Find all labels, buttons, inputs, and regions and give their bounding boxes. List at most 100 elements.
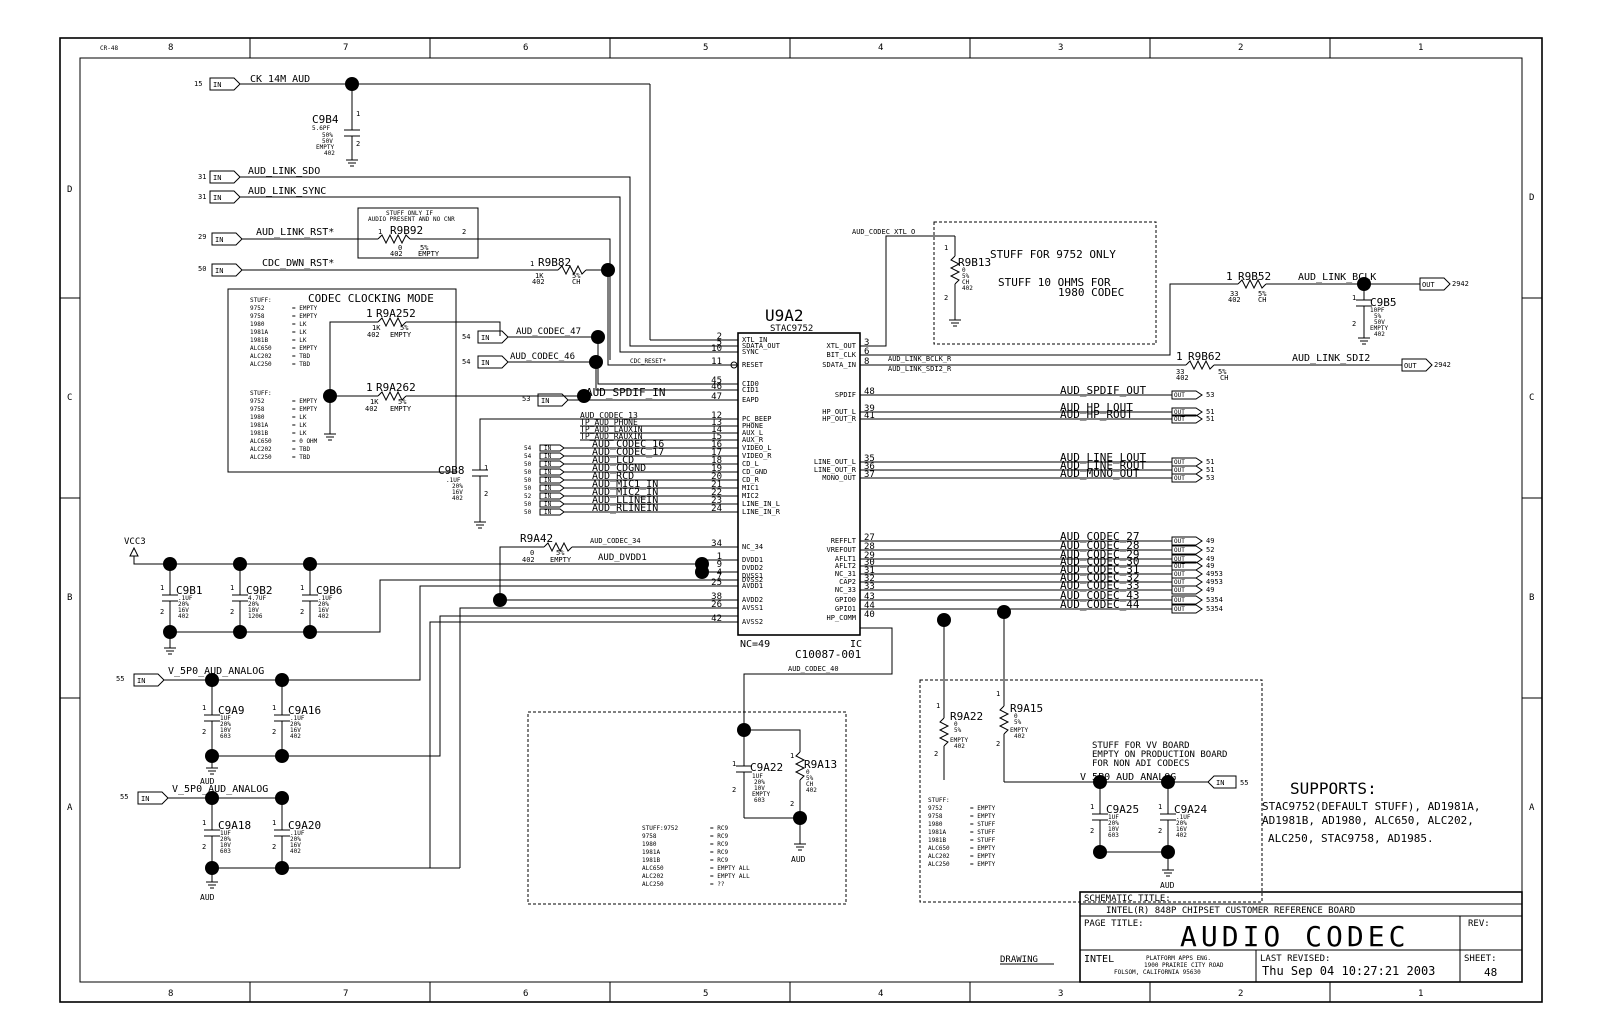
- audio-input[interactable]: AUD_CODEC_13: [580, 411, 738, 420]
- svg-text:1: 1: [272, 819, 276, 827]
- svg-text:XTL_OUT: XTL_OUT: [826, 342, 856, 350]
- page-ref: 4953: [1206, 570, 1223, 578]
- net-label: AUD_CODEC_28: [1060, 539, 1139, 552]
- stuff-table-key: 1981A: [928, 829, 946, 836]
- svg-text:SPDIF: SPDIF: [835, 391, 856, 399]
- resistor-r9a42[interactable]: R9A42 0 5% 402 EMPTY: [520, 532, 573, 564]
- output-aud-link-sdi2[interactable]: AUD_LINK_SDI2 OUT 2942: [1292, 353, 1451, 372]
- last-revised-label: LAST REVISED:: [1260, 954, 1330, 964]
- input-aud-codec-47[interactable]: 54 IN AUD_CODEC_47: [462, 327, 581, 344]
- svg-text:402: 402: [532, 278, 545, 286]
- svg-text:1K: 1K: [372, 324, 381, 332]
- audio-input[interactable]: TP_AUD_RAUXIN: [580, 432, 738, 441]
- input-aud-link-sync[interactable]: 31 IN AUD_LINK_SYNC: [198, 186, 326, 204]
- svg-text:1: 1: [936, 702, 940, 710]
- input-v5p0-analog-2[interactable]: 55 IN V_5P0_AUD_ANALOG: [120, 784, 268, 805]
- resistor-r9a15[interactable]: R9A15 0 5% EMPTY 402 1 2: [996, 612, 1043, 782]
- resistor-r9a252[interactable]: R9A252 1 1K 5% 402 EMPTY: [366, 307, 416, 339]
- svg-text:4.7UF: 4.7UF: [248, 595, 266, 602]
- stuff-table-value: = RC9: [710, 849, 728, 856]
- cap-c9b5[interactable]: C9B5 10PF 5% 50V EMPTY 402 1 2: [1352, 284, 1397, 338]
- input-cdc-dwn-rst[interactable]: 50 IN CDC_DWN_RST*: [198, 258, 334, 277]
- svg-text:1: 1: [732, 760, 736, 768]
- stuff-table-key: 1980: [250, 321, 265, 328]
- svg-text:2: 2: [300, 608, 304, 616]
- cap-c9b8[interactable]: C9B8 .1UF 20% 16V 402 1 2: [438, 464, 488, 522]
- svg-text:C9B2: C9B2: [246, 584, 273, 597]
- input-ck14m[interactable]: 15 IN CK_14M_AUD: [194, 74, 310, 91]
- net-label: AUD_LINK_SDI2_R: [888, 365, 952, 373]
- input-aud-link-sdo[interactable]: 31 IN AUD_LINK_SDO: [198, 166, 320, 184]
- resistor-r9b52[interactable]: R9B52 1 33 5% 402 CH: [1226, 270, 1271, 304]
- stuff-vv-note: STUFF FOR VV BOARD: [1092, 741, 1190, 751]
- input-aud-link-rst[interactable]: 29 IN AUD_LINK_RST*: [198, 227, 334, 246]
- input-aud-spdif-in[interactable]: 53 IN AUD_SPDIF_IN: [522, 386, 665, 407]
- resistor-r9b62[interactable]: R9B62 1 33 5% 402 CH: [1176, 350, 1228, 382]
- resistor-r9a22[interactable]: R9A22 0 5% EMPTY 402 1 2: [934, 620, 983, 764]
- drawing-label: DRAWING: [1000, 955, 1038, 965]
- page-ref: 50: [524, 509, 532, 516]
- stuff-table-value: = EMPTY: [292, 406, 318, 413]
- stuff-9752-note: STUFF FOR 9752 ONLY: [990, 248, 1116, 261]
- audio-input[interactable]: TP_AUD_PHONE: [580, 418, 738, 427]
- svg-text:EMPTY: EMPTY: [1370, 325, 1388, 332]
- input-v5p0-analog-3[interactable]: IN 55: [1207, 775, 1248, 789]
- resistor-r9a13[interactable]: R9A13 0 5% CH 402 1 2: [790, 751, 837, 818]
- audio-input[interactable]: TP_AUD_LAUXIN: [580, 425, 738, 434]
- svg-text:C9B4: C9B4: [312, 113, 339, 126]
- input-v5p0-analog-1[interactable]: 55 IN V_5P0_AUD_ANALOG: [116, 666, 264, 687]
- page-ref: 31: [198, 173, 206, 181]
- stuff-table-value: = EMPTY: [292, 305, 318, 312]
- output-aud-link-bclk[interactable]: AUD_LINK_BCLK OUT 2942: [1298, 272, 1469, 291]
- cap-c9b4[interactable]: C9B4 5.6PF 50% 50V EMPTY 402 1 2: [312, 110, 360, 160]
- frame-row-right: A: [1529, 803, 1535, 813]
- svg-text:1: 1: [272, 704, 276, 712]
- svg-text:10V: 10V: [248, 607, 259, 614]
- in-tag: IN: [1216, 779, 1224, 787]
- svg-text:44: 44: [864, 601, 875, 611]
- input-aud-codec-46[interactable]: 54 IN AUD_CODEC_46: [462, 352, 575, 369]
- resistor-r9b82[interactable]: R9B82 1 1K 5% 402 CH: [530, 256, 587, 286]
- cap-c9a22[interactable]: C9A22 1UF 20% 10V EMPTY 603 1 2: [732, 730, 783, 818]
- resistor-r9b92[interactable]: R9B92 1 0 5% 402 EMPTY 2: [377, 224, 466, 258]
- resistor-r9a262[interactable]: R9A262 1 1K 5% 402 EMPTY: [365, 381, 416, 413]
- resistor-r9b13[interactable]: R9B13 0 5% CH 402 1 2: [944, 236, 991, 320]
- svg-text:.1UF: .1UF: [318, 595, 333, 602]
- in-tag: IN: [544, 501, 552, 508]
